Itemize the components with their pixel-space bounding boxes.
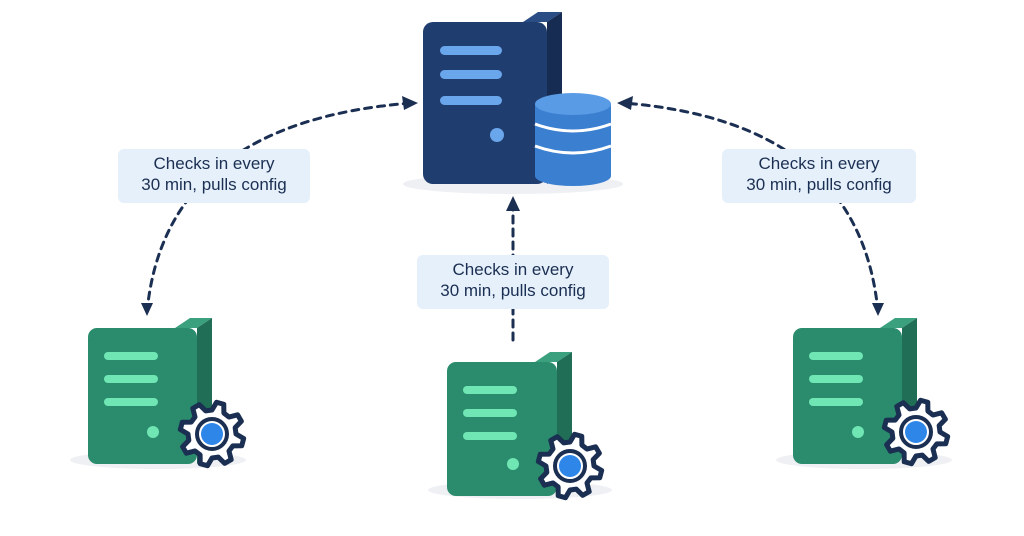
callout-line-2: 30 min, pulls config (746, 175, 892, 194)
client-server-left (70, 318, 247, 469)
arrowhead-icon (141, 303, 153, 316)
callout-line-1: Checks in every (452, 260, 574, 279)
client-server-icon (88, 318, 212, 464)
client-server-right (776, 318, 952, 469)
client-server-center (428, 352, 612, 501)
gear-icon (177, 399, 247, 469)
central-server-icon (423, 12, 562, 184)
arrowhead-icon (617, 96, 633, 110)
gear-icon (535, 431, 605, 501)
central-server-group (403, 12, 623, 194)
connector-right (622, 101, 880, 314)
callout-right: Checks in every 30 min, pulls config (722, 149, 916, 203)
arrowhead-icon (872, 303, 884, 316)
callout-line-1: Checks in every (153, 154, 275, 173)
gear-center (905, 421, 927, 443)
gear-icon (881, 397, 951, 467)
gear-center (201, 423, 223, 445)
database-icon (534, 93, 612, 186)
callout-line-1: Checks in every (758, 154, 880, 173)
callout-left: Checks in every 30 min, pulls config (118, 149, 310, 203)
callout-line-2: 30 min, pulls config (141, 175, 287, 194)
connector-left (145, 101, 414, 314)
callout-line-2: 30 min, pulls config (440, 281, 586, 300)
callout-center: Checks in every 30 min, pulls config (417, 255, 609, 309)
gear-center (559, 455, 581, 477)
arrowhead-icon (402, 96, 418, 110)
arrowhead-icon (506, 196, 520, 211)
client-server-icon (793, 318, 917, 464)
